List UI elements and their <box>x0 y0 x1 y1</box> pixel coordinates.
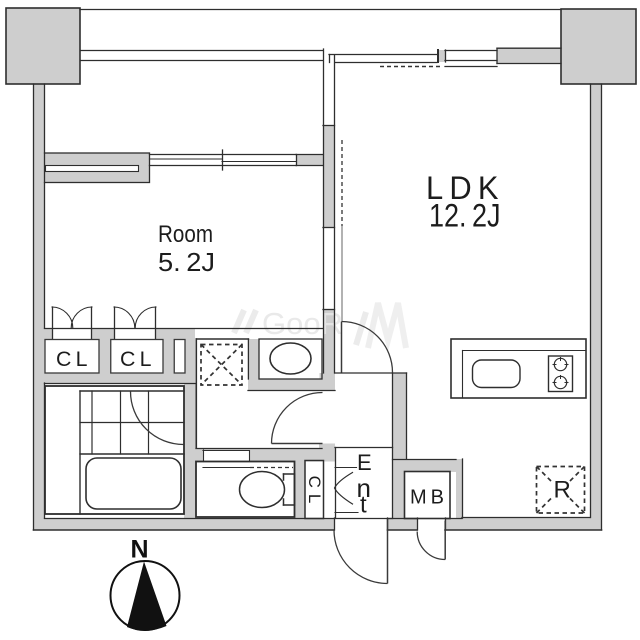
svg-text:CL: CL <box>305 476 324 510</box>
svg-text:N: N <box>131 536 149 564</box>
svg-text:R: R <box>554 477 571 504</box>
svg-text:L D K: L D K <box>426 170 499 206</box>
svg-text:t: t <box>360 492 367 519</box>
svg-text:5. 2J: 5. 2J <box>158 247 215 277</box>
svg-text:12. 2J: 12. 2J <box>429 198 501 234</box>
svg-text:E: E <box>357 450 372 475</box>
svg-text:C L: C L <box>56 348 88 371</box>
svg-text:GooR: GooR <box>262 306 343 341</box>
svg-text:n: n <box>357 473 371 503</box>
svg-text:C L: C L <box>120 348 152 371</box>
svg-text:M B: M B <box>410 487 444 509</box>
svg-text:Room: Room <box>158 221 213 248</box>
